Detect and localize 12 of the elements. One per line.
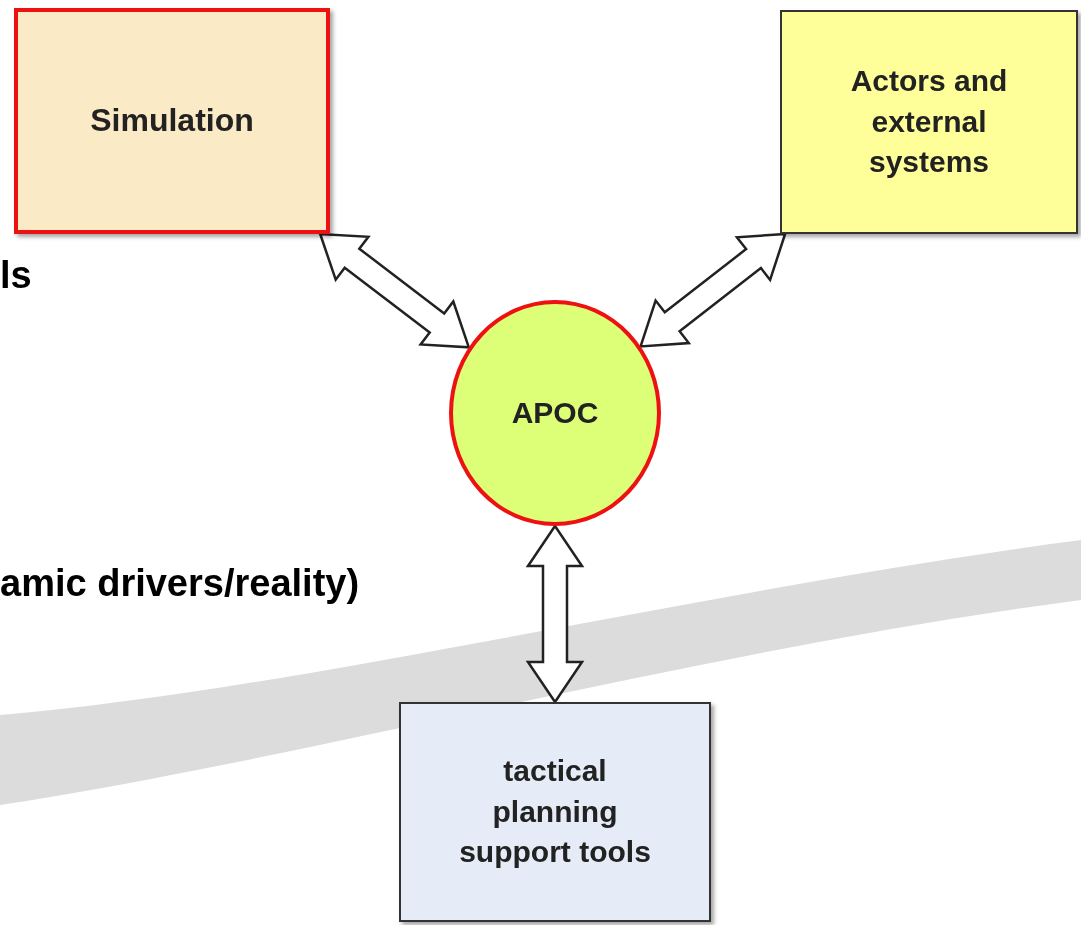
process-box — [780, 10, 1078, 234]
node-label: tactical planning support tools — [458, 753, 652, 871]
process-box — [14, 8, 330, 234]
node-label: Actors and external systems — [849, 63, 1009, 181]
double-arrow — [318, 232, 471, 349]
process-box — [399, 702, 711, 922]
node-label: Simulation — [90, 101, 254, 141]
double-arrow — [638, 232, 787, 348]
partial-text: ls — [0, 254, 32, 297]
partial-text: amic drivers/reality) — [0, 562, 360, 605]
double-arrow — [525, 523, 585, 705]
node-label: APOC — [511, 394, 599, 431]
